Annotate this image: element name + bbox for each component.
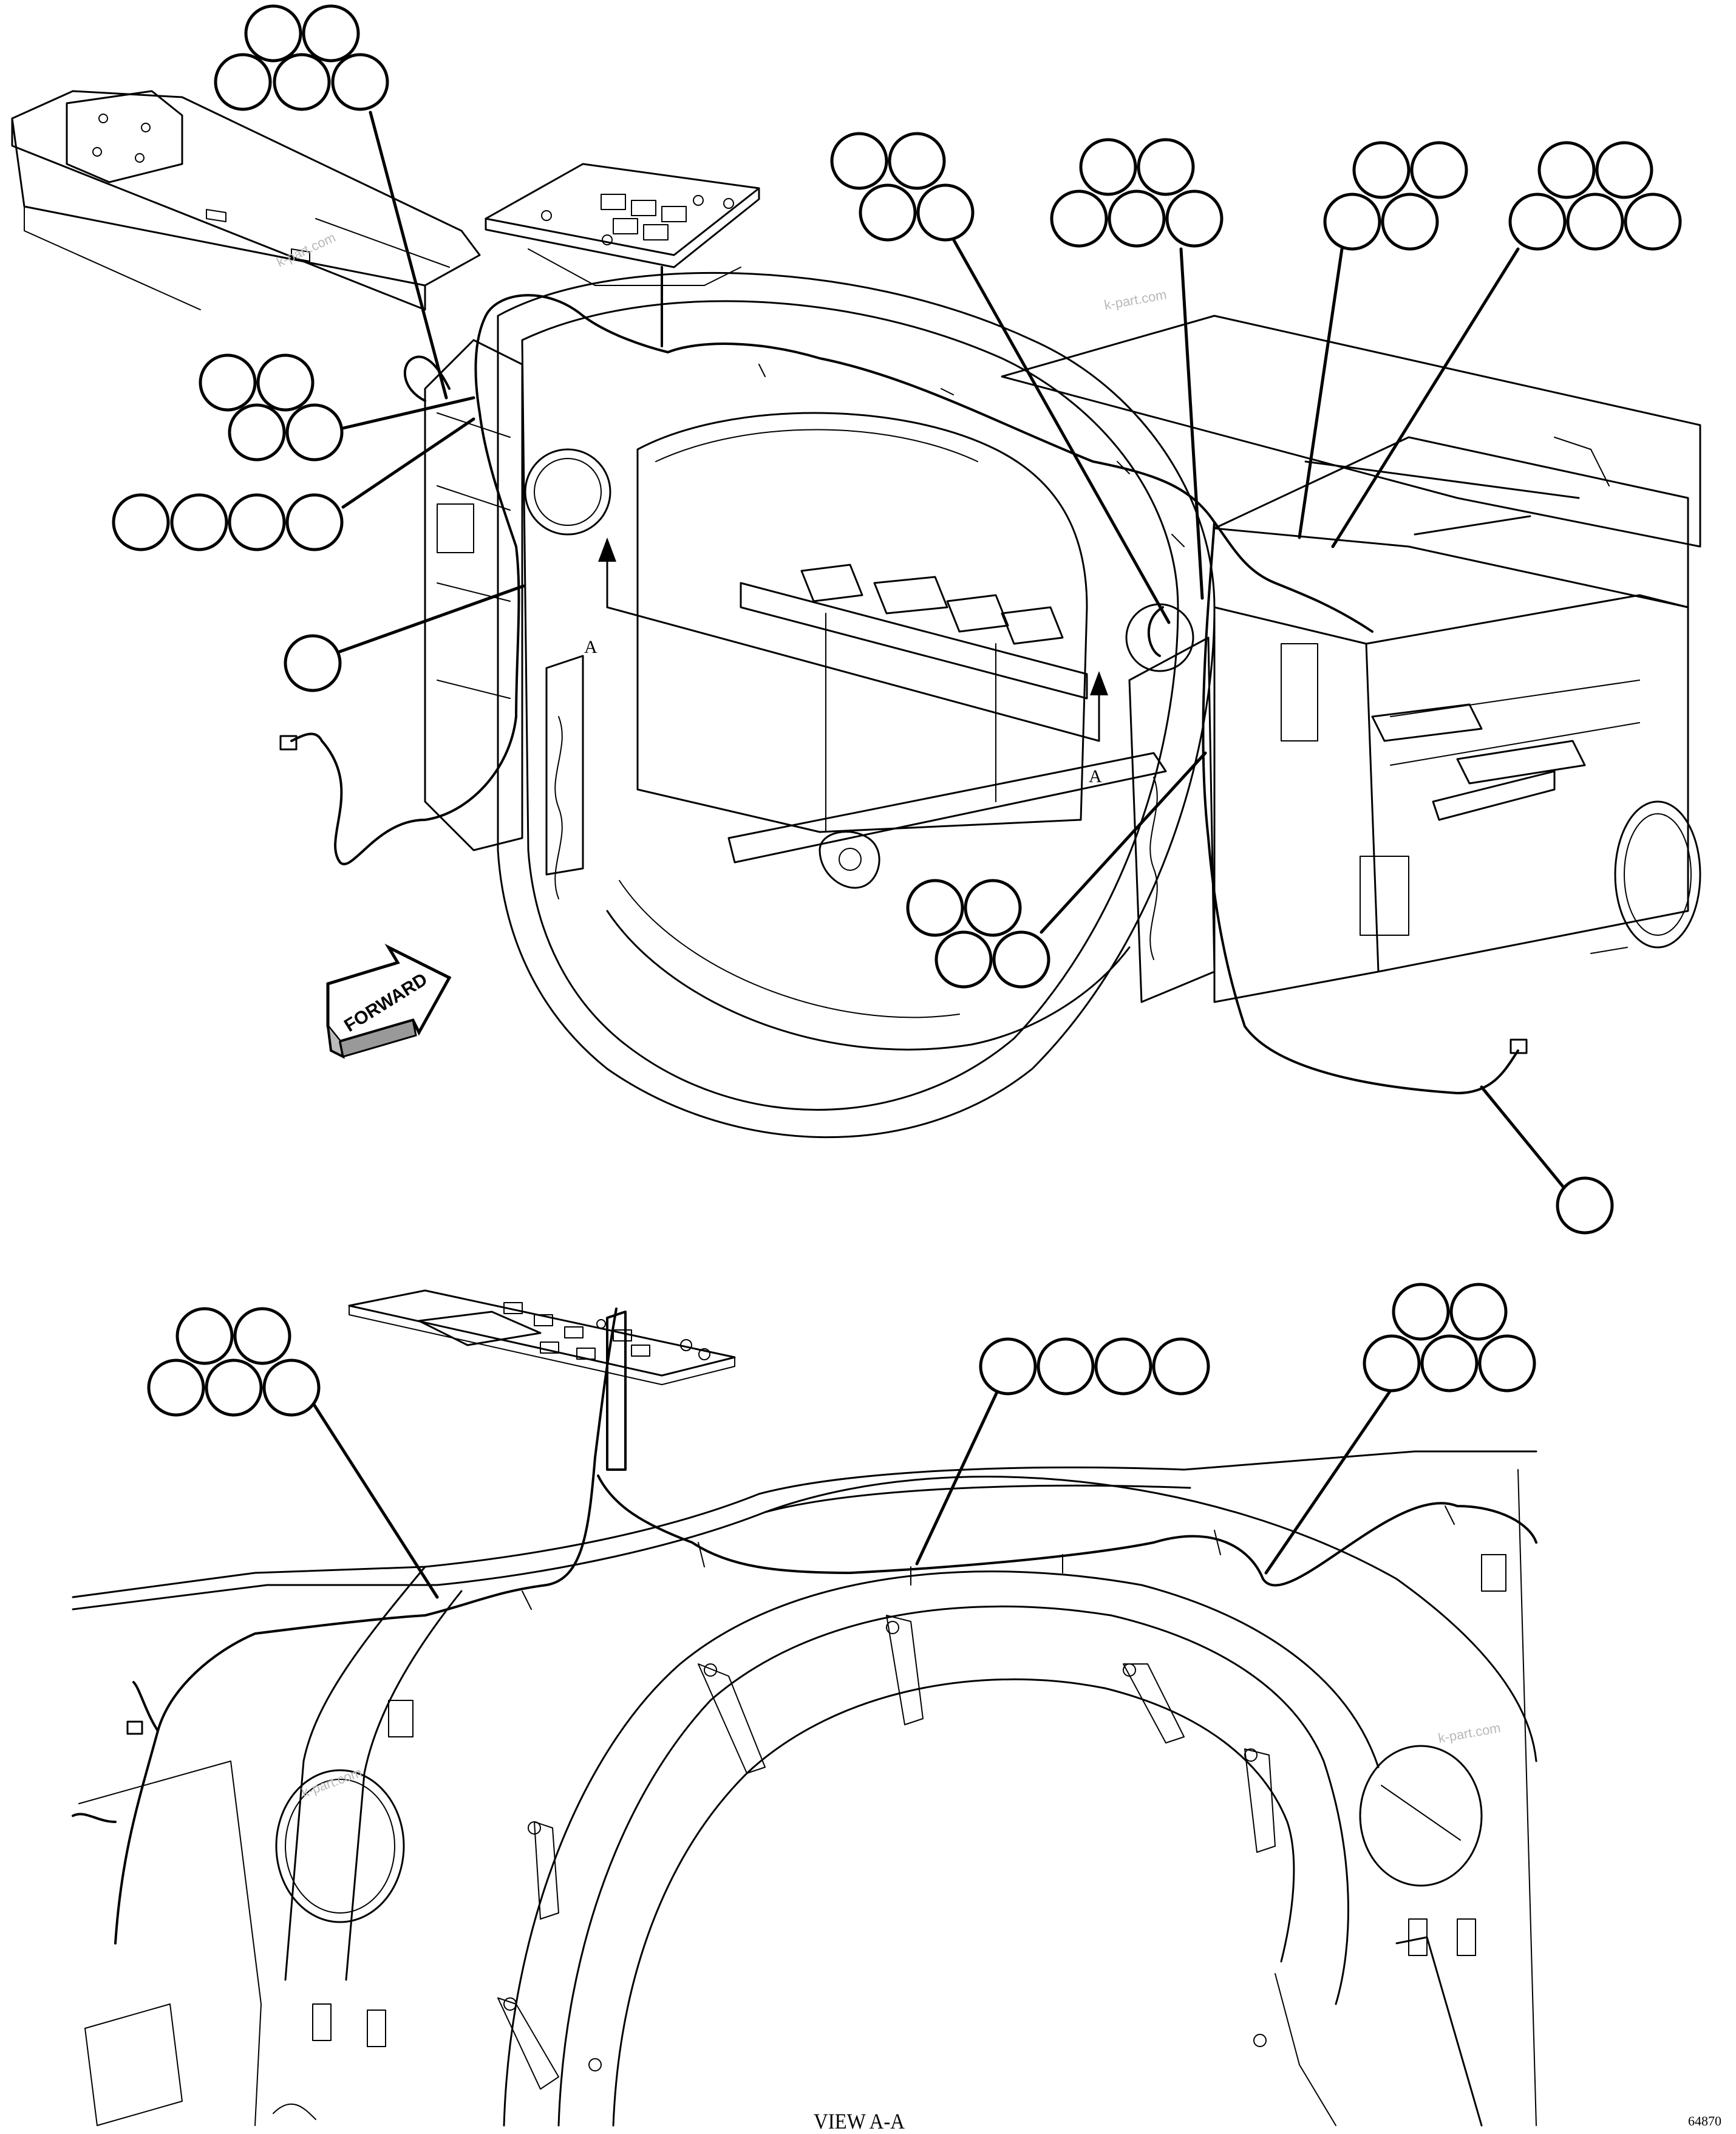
callout-view-2 [979, 1337, 1210, 1396]
main-isometric-view: A A k-part.com k-part.com FORWARD [11, 90, 1701, 1189]
callout-top-10 [1556, 1176, 1614, 1235]
section-letter-left: A [584, 637, 597, 657]
watermark: k-part.com [1103, 287, 1168, 313]
section-view-a-a: k-part.com k-part.com VIEW A-A 64870 [72, 1289, 1721, 2133]
callout-top-5 [1050, 138, 1224, 248]
callout-top-9 [906, 879, 1050, 989]
rear-frame-section [1001, 315, 1701, 1003]
watermark: k-part.com [1437, 1720, 1502, 1746]
callout-top-8 [284, 634, 342, 692]
callout-top-3 [112, 493, 344, 551]
forward-arrow: FORWARD [326, 943, 452, 1059]
cross-member [727, 564, 1167, 864]
leader-lines-top [326, 111, 1565, 1189]
ring-structure [424, 271, 1216, 1139]
callout-top-4 [830, 132, 975, 242]
leader-lines-view [309, 1380, 1398, 1599]
wiring-harness [279, 266, 1528, 1094]
callout-top-1 [214, 4, 389, 111]
clamps [497, 1615, 1276, 2090]
mounting-plate-top [485, 163, 760, 286]
callout-top-6 [1323, 141, 1468, 251]
callout-top-2 [199, 353, 344, 462]
drawing-number: 64870 [1688, 2113, 1721, 2129]
section-letter-right: A [1089, 766, 1102, 786]
view-title: VIEW A-A [814, 2109, 905, 2133]
watermark: k-part.com [274, 230, 338, 270]
frame-arcs [72, 1450, 1537, 2127]
section-indicator: A A [584, 537, 1108, 786]
wiring-harness-view [72, 1307, 1537, 1945]
callout-view-1 [147, 1307, 321, 1417]
callout-view-3 [1363, 1283, 1536, 1393]
frame-rail [11, 90, 481, 311]
watermark: k-part.com [299, 1765, 364, 1801]
mounting-plate-view [348, 1289, 736, 1385]
callout-top-7 [1508, 141, 1682, 251]
